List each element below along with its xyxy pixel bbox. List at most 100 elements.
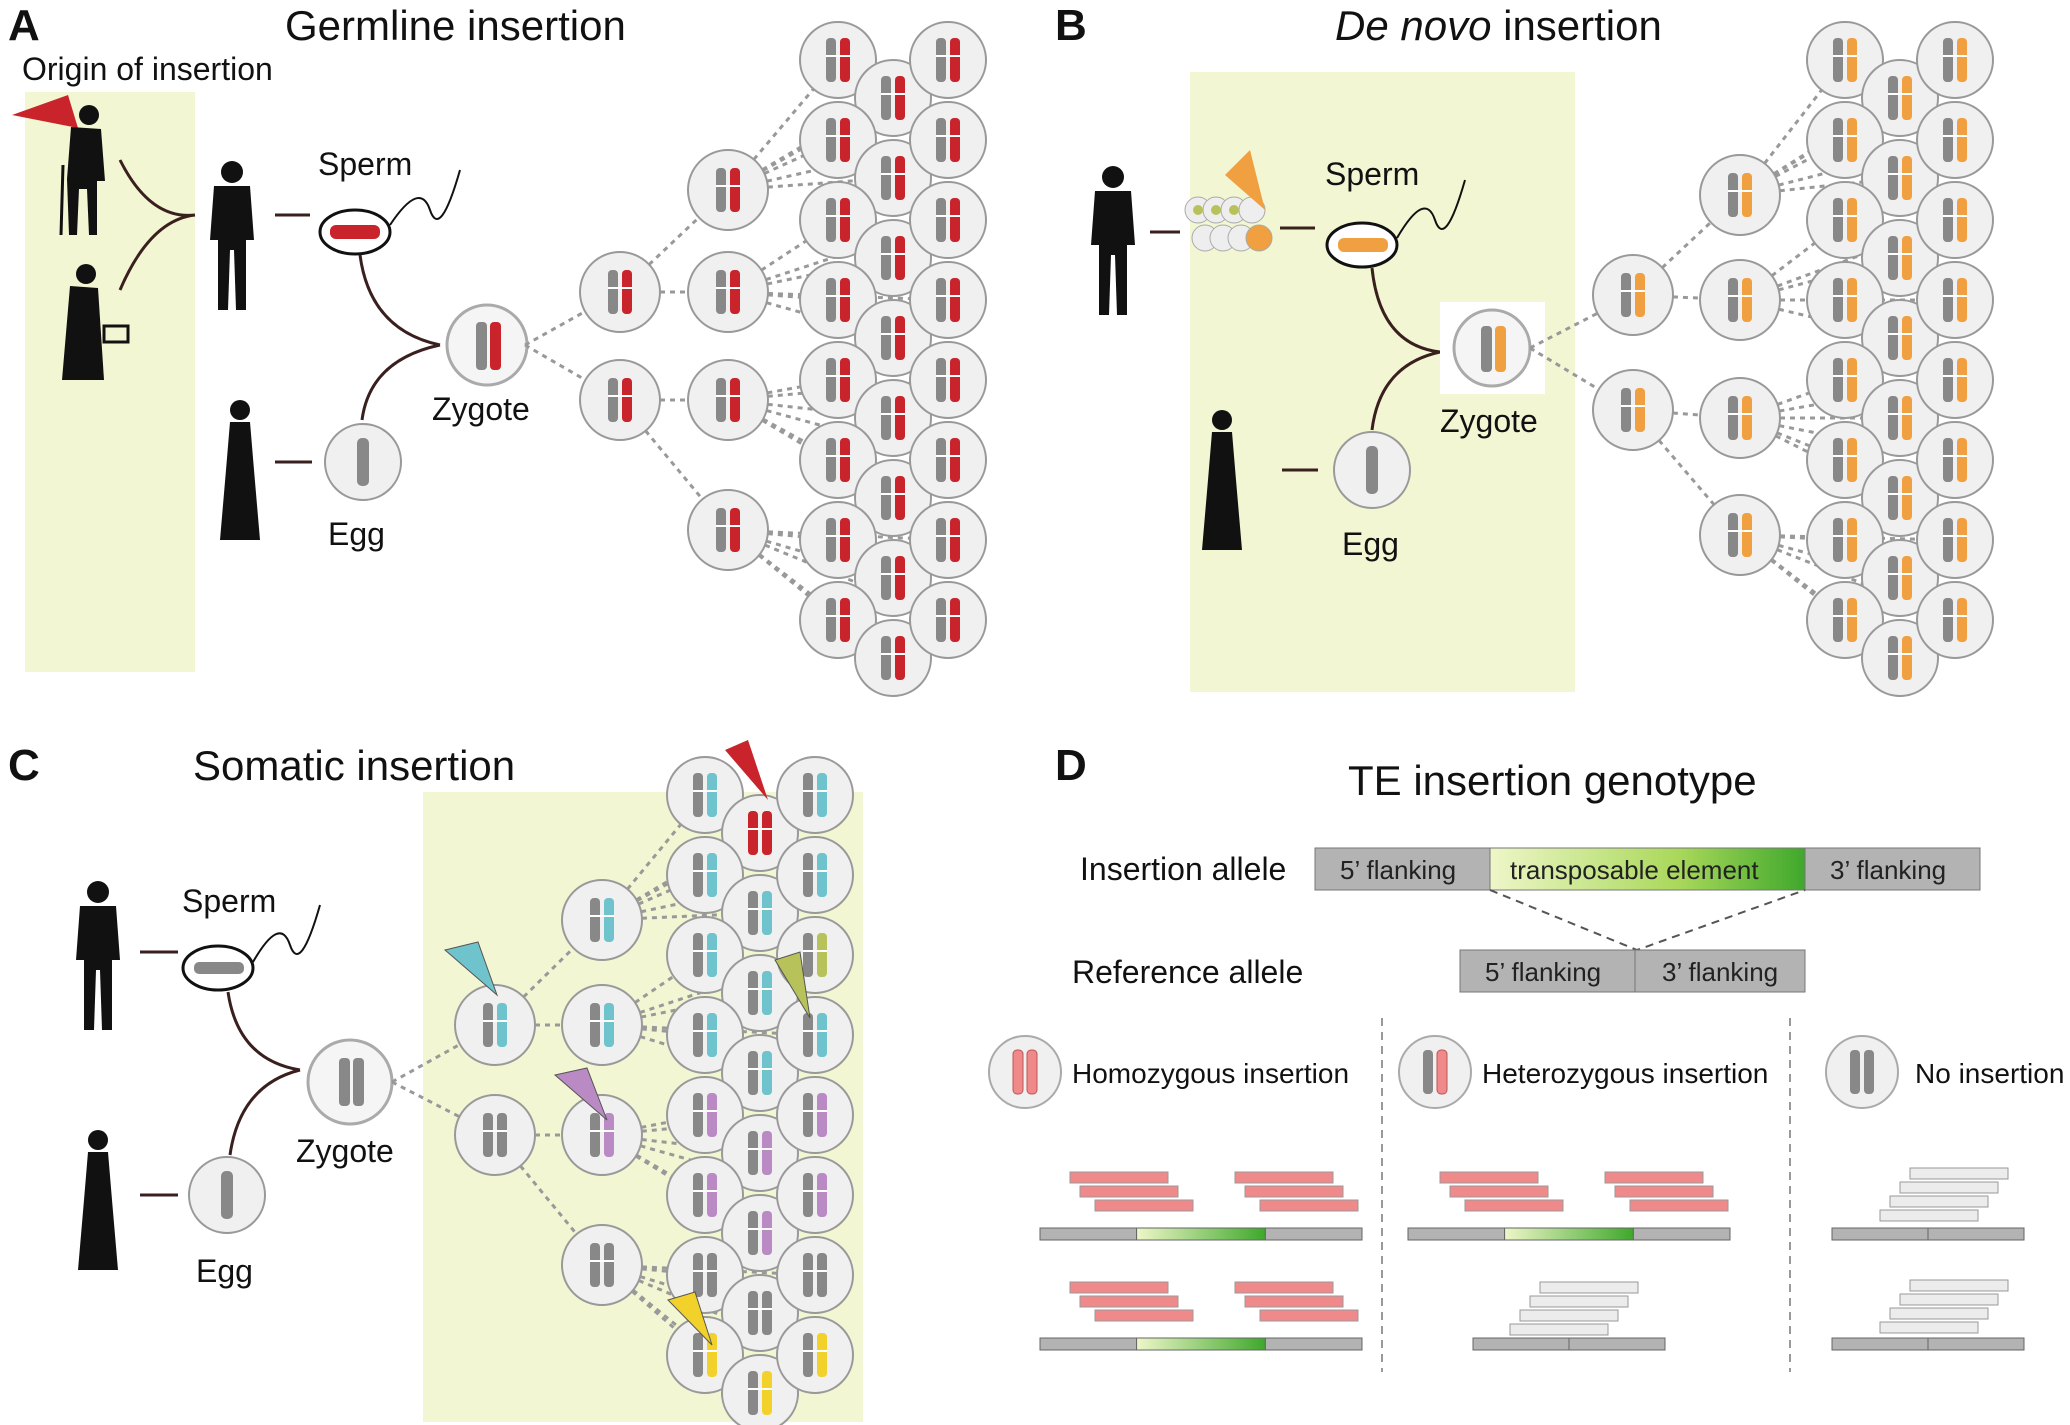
cell [666, 1076, 744, 1154]
legend-no-insertion: No insertion [1825, 1035, 2064, 1109]
cell [776, 1156, 854, 1234]
title-rest: insertion [1491, 2, 1661, 49]
cell [1916, 21, 1994, 99]
panel-d: D TE insertion genotype Insertion allele… [988, 741, 2064, 1372]
egg-chromosome [1366, 446, 1378, 494]
cell [1916, 101, 1994, 179]
sperm-tail [389, 169, 461, 226]
te-segment [1136, 1337, 1266, 1351]
sperm-label: Sperm [1325, 156, 1419, 192]
ref-segment [1568, 1337, 1666, 1351]
zygote-chromosome-grey [339, 1058, 350, 1106]
insertion-arrow-icon [12, 95, 78, 128]
cell [854, 539, 932, 617]
cell [1806, 181, 1884, 259]
cell [1861, 539, 1939, 617]
cell [721, 874, 799, 952]
te-segment [1136, 1227, 1266, 1241]
te-label: transposable element [1510, 855, 1759, 885]
panel-title: TE insertion genotype [1348, 757, 1757, 804]
read [1899, 1181, 1999, 1194]
zygote-chromosome-grey [1481, 326, 1492, 372]
insertion-arrow-icon [1225, 150, 1265, 210]
read [1449, 1185, 1549, 1198]
cell [1916, 181, 1994, 259]
cell [721, 1274, 799, 1352]
cell [909, 501, 987, 579]
zygote-chromosome-grey [476, 322, 487, 370]
egg-label: Egg [196, 1253, 253, 1289]
cell [454, 1094, 536, 1176]
read [1909, 1279, 2009, 1292]
ref-segment [1472, 1337, 1570, 1351]
cell-lineage-tree [524, 21, 987, 697]
cell [721, 1114, 799, 1192]
cell [854, 139, 932, 217]
te-bar [1489, 847, 1806, 891]
cell [454, 984, 536, 1066]
insertion-arrow-green-icon [774, 951, 811, 1019]
ref-three-flank-label: 3’ flanking [1662, 957, 1778, 987]
read [1899, 1293, 1999, 1306]
ref-segment [1264, 1227, 1363, 1241]
five-flank-bar [1314, 847, 1491, 891]
read [1614, 1185, 1714, 1198]
cell [666, 916, 744, 994]
cell [1916, 501, 1994, 579]
read [1234, 1281, 1334, 1294]
ref-three-flank-bar [1634, 949, 1806, 993]
legend-homozygous: Homozygous insertion [988, 1035, 1349, 1109]
read [1259, 1199, 1359, 1212]
cell [1861, 459, 1939, 537]
fertilization-arrows [358, 254, 441, 421]
read [1889, 1195, 1989, 1208]
homozygous-cell-icon [988, 1035, 1062, 1109]
lineage-line [1632, 408, 1741, 420]
read [1259, 1309, 1359, 1322]
read [1244, 1185, 1344, 1198]
egg-chromosome [221, 1171, 233, 1219]
read [1464, 1199, 1564, 1212]
cell [776, 996, 854, 1074]
cell [776, 1076, 854, 1154]
three-flank-label: 3’ flanking [1830, 855, 1946, 885]
cell [579, 359, 661, 441]
zygote-chromosome-red [490, 322, 501, 370]
cell [721, 1034, 799, 1112]
zygote-chromosome-grey-2 [353, 1058, 364, 1106]
legend-label: Heterozygous insertion [1482, 1058, 1768, 1089]
heterozygous-cell-icon [1398, 1035, 1472, 1109]
cell [1699, 259, 1781, 341]
cell [666, 756, 744, 834]
ref-five-flank-bar [1459, 949, 1636, 993]
three-flank-bar [1804, 847, 1981, 891]
cell [776, 1236, 854, 1314]
insertion-arrow-red-icon [725, 740, 768, 800]
cell [561, 1224, 643, 1306]
cell [561, 879, 643, 961]
cell [721, 954, 799, 1032]
read [1519, 1309, 1619, 1322]
insertion-allele-label: Insertion allele [1080, 851, 1286, 887]
zygote-label: Zygote [296, 1133, 394, 1169]
cell-lineage-tree [1529, 21, 1994, 697]
cell [854, 59, 932, 137]
egg-chromosome [357, 438, 369, 486]
inheritance-arrow [118, 159, 196, 291]
read [1509, 1323, 1609, 1336]
read [1244, 1295, 1344, 1308]
lineage-line [727, 176, 894, 192]
cell [666, 1236, 744, 1314]
cell [799, 261, 877, 339]
sperm-chromosome [330, 225, 380, 239]
read [1909, 1167, 2009, 1180]
cell [799, 181, 877, 259]
panel-letter: B [1055, 1, 1087, 50]
cell [1916, 261, 1994, 339]
cell [1806, 501, 1884, 579]
deletion-guide-lines [1489, 889, 1806, 952]
cell [721, 794, 799, 872]
legend-heterozygous: Heterozygous insertion [1398, 1035, 1768, 1109]
cell [799, 101, 877, 179]
